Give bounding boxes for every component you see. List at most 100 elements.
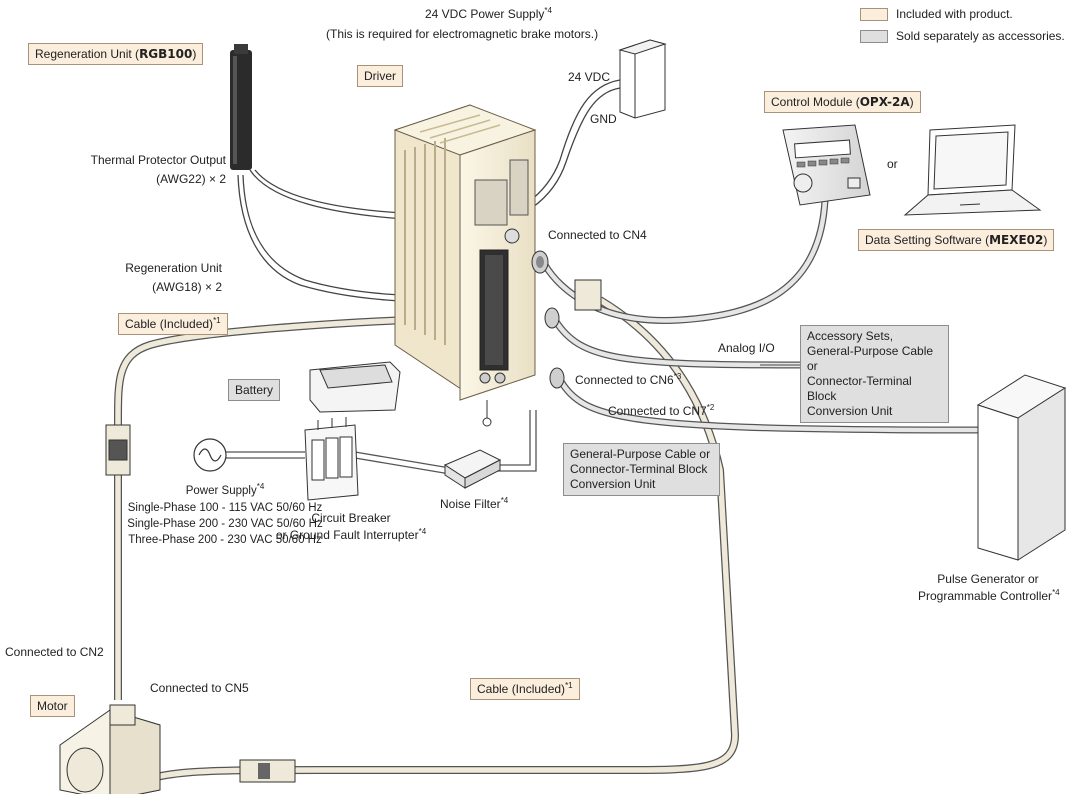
- pulse-gen-line2: Programmable Controller: [918, 589, 1053, 603]
- driver-device: [393, 104, 537, 427]
- dc-power-title-text: 24 VDC Power Supply: [425, 7, 545, 21]
- regen-unit-suffix: ): [192, 47, 197, 61]
- encoder-connector: [574, 279, 602, 311]
- cable-top-note: *1: [213, 316, 221, 325]
- circuit-breaker-device: [304, 417, 359, 501]
- cable-bottom-note: *1: [565, 681, 573, 690]
- software-label: Data Setting Software (MEXE02): [858, 229, 1055, 251]
- battery-device: [309, 361, 401, 413]
- dc-power-neg-label: GND: [590, 112, 617, 126]
- thermal-protector-label: Thermal Protector Output (AWG22) × 2: [82, 153, 226, 186]
- dc-power-supply-device: [618, 39, 667, 119]
- analog-io-label: Analog I/O: [718, 341, 775, 355]
- breaker-line1: Circuit Breaker: [311, 511, 391, 525]
- regeneration-unit-device: [230, 44, 252, 170]
- control-module-cable: [541, 199, 829, 324]
- ac-source-symbol: [193, 438, 227, 472]
- regen-wire-line1: Regeneration Unit: [125, 261, 222, 275]
- power-supply-title-text: Power Supply: [185, 485, 257, 497]
- cn6-label: Connected to CN6*3: [575, 372, 682, 388]
- legend-separate-swatch: [860, 30, 888, 43]
- pulse-gen-note: *4: [1052, 588, 1060, 597]
- control-module-device: [782, 124, 871, 206]
- cable-bottom-label: Cable (Included)*1: [470, 678, 580, 700]
- encoder-cable-connector: [239, 759, 296, 783]
- driver-label: Driver: [357, 65, 403, 87]
- power-supply-line2: Single-Phase 200 - 230 VAC 50/60 Hz: [127, 518, 323, 530]
- accessory-line3: Connector-Terminal Block: [807, 374, 912, 403]
- regen-wire-label: Regeneration Unit (AWG18) × 2: [118, 261, 222, 294]
- regen-unit-label: Regeneration Unit (RGB100): [28, 43, 204, 65]
- motor-power-cable: [114, 314, 469, 700]
- noise-filter-note: *4: [500, 496, 509, 505]
- power-supply-line3: Three-Phase 200 - 230 VAC 50/60 Hz: [128, 534, 322, 546]
- pulse-generator-label: Pulse Generator or Programmable Controll…: [918, 572, 1060, 604]
- breaker-note: *4: [418, 527, 427, 536]
- cn7-text: Connected to CN7: [608, 404, 707, 418]
- cn6-text: Connected to CN6: [575, 373, 674, 387]
- regen-unit-prefix: Regeneration Unit (: [35, 47, 140, 61]
- legend-separate-text: Sold separately as accessories.: [896, 29, 1065, 43]
- software-suffix: ): [1043, 233, 1048, 247]
- noise-filter-text: Noise Filter: [440, 497, 501, 511]
- cable-bottom-text: Cable (Included): [477, 682, 566, 696]
- motor-label: Motor: [30, 695, 75, 717]
- gp-line3: Conversion Unit: [570, 477, 656, 491]
- cn4-label: Connected to CN4: [548, 228, 647, 242]
- noise-filter-device: [443, 449, 502, 489]
- dc-power-note: *4: [544, 6, 552, 15]
- power-supply-note: *4: [256, 482, 265, 492]
- cn2-label: Connected to CN2: [5, 645, 104, 659]
- motor-cable-connector: [105, 424, 131, 476]
- battery-label: Battery: [228, 379, 281, 401]
- accessory-line1: Accessory Sets,: [807, 329, 894, 343]
- ac-power-wires: [225, 410, 537, 475]
- breaker-line2-wrap: or Ground Fault Interrupter*4: [258, 527, 444, 543]
- gp-line1: General-Purpose Cable or: [570, 447, 711, 461]
- cn6-cable: [552, 318, 801, 369]
- cable-top-text: Cable (Included): [125, 317, 214, 331]
- cn6-note: *3: [673, 372, 682, 381]
- legend-included-text: Included with product.: [896, 7, 1013, 21]
- or-text: or: [887, 157, 898, 171]
- regen-wire-line2: (AWG18) × 2: [152, 280, 222, 294]
- motor-device: [59, 704, 161, 794]
- power-supply-label: Power Supply*4 Single-Phase 100 - 115 VA…: [120, 482, 330, 547]
- control-module-prefix: Control Module (: [771, 95, 860, 109]
- pulse-gen-line2-wrap: Programmable Controller*4: [918, 588, 1060, 604]
- regen-unit-model: RGB100: [139, 47, 193, 61]
- power-supply-title: Power Supply*4: [120, 482, 330, 498]
- cn4-connector: [531, 250, 549, 274]
- software-prefix: Data Setting Software (: [865, 233, 990, 247]
- pulse-generator-device: [976, 374, 1067, 561]
- control-module-label: Control Module (OPX-2A): [764, 91, 921, 113]
- dc-power-subtitle: (This is required for electromagnetic br…: [326, 27, 599, 41]
- noise-filter-label: Noise Filter*4: [440, 496, 509, 512]
- cn7-label: Connected to CN7*2: [608, 403, 715, 419]
- dc-power-title: 24 VDC Power Supply*4: [425, 6, 552, 22]
- software-model: MEXE02: [989, 233, 1044, 247]
- control-module-suffix: ): [909, 95, 914, 109]
- cn7-note: *2: [706, 403, 715, 412]
- thermal-line1: Thermal Protector Output: [90, 153, 226, 167]
- accessory-line4: Conversion Unit: [807, 404, 893, 418]
- breaker-line2: or Ground Fault Interrupter: [275, 528, 419, 542]
- dc-power-pos-label: 24 VDC: [568, 70, 611, 84]
- cn6-connector: [544, 307, 560, 329]
- pulse-gen-line1: Pulse Generator or: [937, 572, 1039, 586]
- gp-line2: Connector-Terminal Block: [570, 462, 708, 476]
- thermal-line2: (AWG22) × 2: [156, 172, 226, 186]
- legend-included-swatch: [860, 8, 888, 21]
- cn7-cable: [557, 378, 981, 434]
- accessory-line2: General-Purpose Cable or: [807, 344, 934, 373]
- accessory-box: Accessory Sets, General-Purpose Cable or…: [800, 325, 949, 423]
- cable-top-label: Cable (Included)*1: [118, 313, 228, 335]
- cn7-connector: [549, 367, 565, 389]
- control-module-model: OPX-2A: [859, 95, 910, 109]
- cn5-label: Connected to CN5: [150, 681, 249, 695]
- gp-cable-box: General-Purpose Cable or Connector-Termi…: [563, 443, 720, 496]
- laptop-device: [903, 124, 1042, 216]
- power-supply-line1: Single-Phase 100 - 115 VAC 50/60 Hz: [127, 502, 323, 514]
